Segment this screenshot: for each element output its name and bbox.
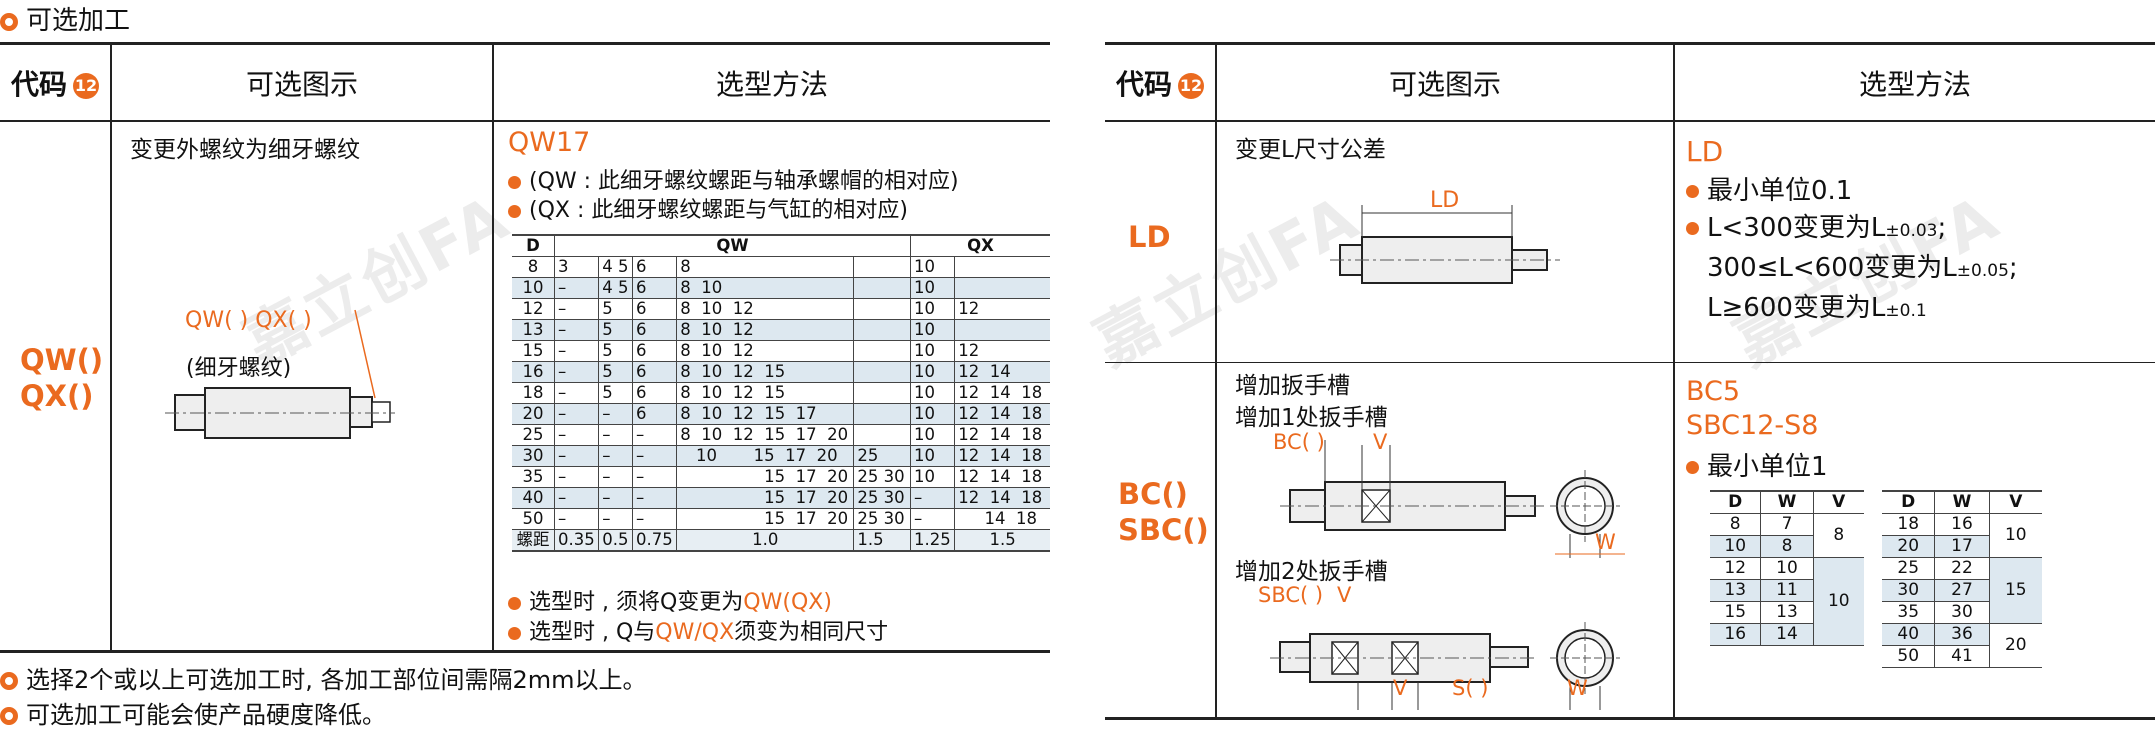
fig-label-bc: BC( ) (1273, 430, 1325, 454)
code-qw-qx: QW()QX() (20, 343, 104, 413)
method-code-ld: LD (1686, 135, 1724, 168)
bullet-icon (1686, 222, 1699, 235)
fig-label-fine-thread: (细牙螺纹) (186, 356, 292, 381)
fig-label-v3: V (1393, 676, 1408, 700)
fig-label-sbc: SBC( ) (1258, 583, 1324, 607)
header-figure: 可选图示 (245, 68, 358, 101)
fig-label-qw-qx: QW( ) QX( ) (185, 308, 312, 333)
bc-bullet: 最小单位1 (1686, 446, 1828, 483)
header-figure: 可选图示 (1388, 68, 1501, 101)
shaft-ld-figure (1330, 205, 1560, 284)
desc-wrench-flat: 增加扳手槽 增加1处扳手槽 (1235, 373, 1388, 431)
ring-bullet-icon (0, 672, 18, 690)
section-title: 可选加工 (0, 0, 130, 37)
fig-label-w: W (1595, 530, 1616, 554)
bullet-icon (1686, 185, 1699, 198)
wrench-flat-one-figure (1280, 440, 1625, 558)
code-ld: LD (1128, 220, 1171, 254)
fig-label-v: V (1373, 430, 1388, 454)
code-bc-sbc: BC()SBC() (1118, 477, 1209, 547)
bullet-icon (508, 596, 521, 610)
fig-label-w2: W (1567, 676, 1588, 700)
ring-bullet-icon (0, 12, 18, 31)
method-footnotes: 选型时 , 须将Q变更为QW(QX) 选型时 , Q与QW/QX须变为相同尺寸 (508, 588, 888, 648)
desc-ld: 变更L尺寸公差 (1235, 137, 1386, 163)
badge-12: 12 (1178, 73, 1204, 99)
bullet-icon (508, 204, 521, 218)
ld-bullets: 最小单位0.1 L<300变更为L±0.03; 300≤L<600变更为L±0.… (1686, 173, 2018, 330)
bullet-icon (508, 626, 521, 640)
bullet-icon (508, 175, 521, 189)
notes: 选择2个或以上可选加工时, 各加工部位间需隔2mm以上。 可选加工可能会使产品硬… (0, 663, 647, 733)
badge-12: 12 (73, 73, 99, 99)
method-code-qw17: QW17 (508, 127, 591, 158)
wrench-flat-two-figure (1270, 622, 1620, 710)
fig-label-v2: V (1337, 583, 1352, 607)
fig-label-ld: LD (1430, 188, 1460, 213)
fig-label-s: S( ) (1452, 676, 1489, 700)
method-bullets: (QW : 此细牙螺纹螺距与轴承螺帽的相对应) (QX : 此细牙螺纹螺距与气缸… (508, 167, 959, 225)
header-method: 选型方法 (715, 68, 828, 101)
bullet-icon (1686, 461, 1699, 474)
desc-two-wrench-flats: 增加2处扳手槽 (1235, 559, 1388, 585)
desc-fine-thread: 变更外螺纹为细牙螺纹 (130, 137, 360, 163)
shaft-thread-figure (165, 309, 395, 439)
ring-bullet-icon (0, 707, 18, 725)
header-method: 选型方法 (1858, 68, 1971, 101)
